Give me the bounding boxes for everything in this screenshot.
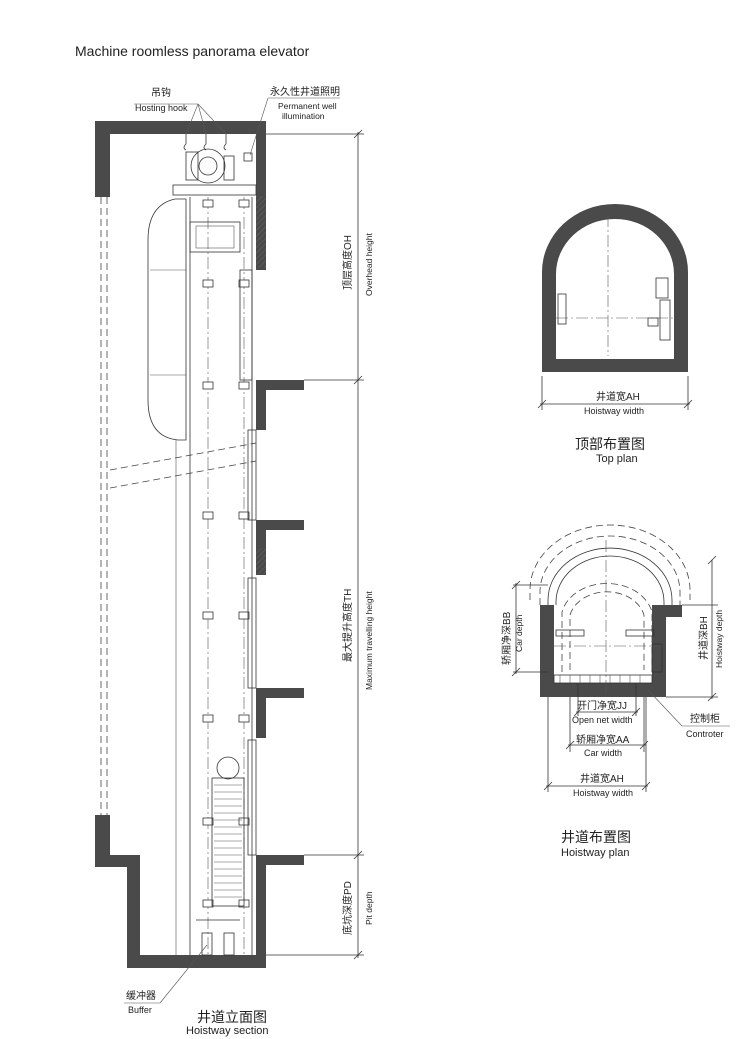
jj-label-cn: 开门净宽JJ [577,699,627,712]
right-wall-landing-4 [256,855,304,865]
hook-label-en: Hosting hook [135,103,188,113]
hook-label-cn: 吊钩 [151,87,171,99]
right-wall-hatch-2 [256,548,266,574]
buffer-label-en: Buffer [128,1005,152,1015]
rail-brackets [202,199,250,908]
bb-label-en: Car depth [514,614,524,652]
top-plan-caption-en: Top plan [596,453,638,465]
counterweight [211,756,245,907]
light-label-en-2: illumination [282,111,325,121]
page-title: Machine roomless panorama elevator [75,43,310,59]
ah-label-cn: 井道宽AH [580,772,624,785]
oh-label-cn: 顶层高度OH [341,235,354,290]
panorama-car [147,198,187,441]
oh-label-en: Overhead height [364,233,374,296]
section-caption-en: Hoistway section [186,1025,269,1037]
bh-label-en: Hoistway depth [714,610,724,668]
section-caption-cn: 井道立面图 [197,1009,267,1025]
right-wall-hatch [256,196,266,268]
top-plan-width-cn: 井道宽AH [596,390,640,403]
top-plan [537,204,693,410]
hoistway-plan-caption-cn: 井道布置图 [561,829,631,845]
top-plan-walls [542,204,688,372]
car-shell [547,547,673,605]
bh-label-cn: 井道深BH [697,616,710,660]
th-label-en: Maximum travelling height [364,591,374,690]
well-light [243,152,253,162]
pit-walls [95,815,266,968]
buffer-label-cn: 缓冲器 [126,989,156,1002]
top-plan-width-en: Hoistway width [584,406,644,416]
light-label-en-1: Permanent well [278,101,337,111]
right-wall-landing-2 [256,520,304,530]
top-plan-caption-cn: 顶部布置图 [575,436,645,452]
controller-label-en: Controter [686,729,724,739]
hoistway-plan-walls [540,605,682,697]
ah-label-en: Hoistway width [573,788,633,798]
pd-label-cn: 底坑深度PD [341,881,354,935]
hoistway-plan-caption-en: Hoistway plan [561,847,629,859]
machine-beam [172,184,257,196]
light-label-cn: 永久性井道照明 [270,85,340,98]
jj-label-en: Open net width [572,715,633,725]
aa-label-cn: 轿厢净宽AA [576,733,630,746]
right-wall-seg-1 [256,390,266,430]
right-wall-landing-3 [256,688,304,698]
hosting-hooks [183,134,227,151]
buffers [196,919,240,956]
traction-machine [190,148,226,184]
right-wall-seg-3 [256,698,266,738]
section-dimensions [266,129,364,960]
roof-slab [95,121,266,197]
hoistway-plan [511,524,730,792]
hoistway-section [95,97,364,1004]
th-label-cn: 最大提升高度TH [341,589,354,662]
pd-label-en: Pit depth [364,891,374,925]
bb-label-cn: 轿厢净深BB [500,611,513,665]
aa-label-en: Car width [584,748,622,758]
controller-label-cn: 控制柜 [690,712,720,725]
right-wall-landing-1 [256,380,304,390]
